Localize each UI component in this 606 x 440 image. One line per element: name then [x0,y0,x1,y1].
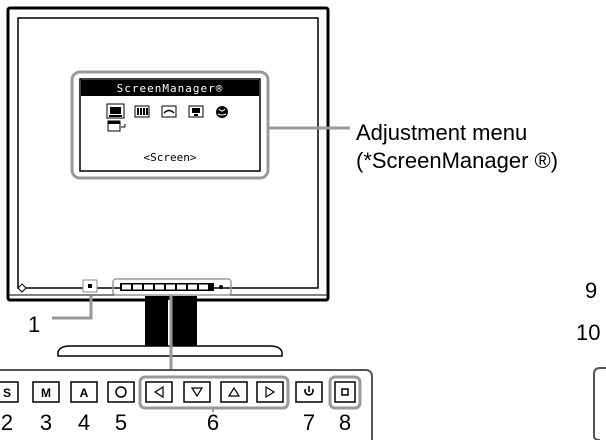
label-7: 7 [303,410,315,435]
diamond-icon [17,283,27,293]
power-button[interactable] [295,381,323,403]
enter-button[interactable] [107,381,135,403]
label-5: 5 [115,410,127,435]
m-button[interactable]: M [32,381,60,403]
indicator-frame [328,375,362,410]
callout-line-1 [52,296,93,320]
menu-highlight-frame [70,70,270,180]
osd-window-icon [107,120,126,132]
label-6: 6 [207,410,219,435]
label-2: 2 [1,410,13,435]
triangle-up-icon [227,386,241,397]
osd-title: ScreenManager® [117,82,224,95]
callout-label-line1: Adjustment menu [356,120,527,145]
left-arrow-button[interactable] [145,381,173,403]
triangle-left-icon [153,385,164,399]
m-button-label: M [41,386,51,400]
s-button[interactable]: S [0,381,19,403]
side-panel-edge [593,367,606,440]
down-arrow-button[interactable] [183,381,211,403]
triangle-down-icon [190,387,204,398]
label-4: 4 [78,410,90,435]
label-3: 3 [40,410,52,435]
osd-title-bar [81,80,259,96]
up-arrow-button[interactable] [220,381,248,403]
osd-sound-icon [161,105,177,118]
button-panel [0,369,373,440]
a-button-label: A [80,386,89,400]
a-button[interactable]: A [70,381,98,403]
label-10: 10 [576,320,600,345]
power-icon [304,388,314,396]
callout-label-line2: (*ScreenManager ®) [356,148,558,173]
osd-screen-icon [106,103,125,119]
label-9: 9 [585,278,597,303]
triangle-right-icon [265,385,276,399]
s-button-label: S [3,386,11,400]
right-arrow-button[interactable] [256,381,284,403]
circle-icon [115,386,127,398]
sensor-dot [88,284,92,288]
power-indicator [334,381,356,403]
label-1: 1 [28,312,40,337]
osd-others-icon [188,105,204,118]
osd-current-item: <Screen> [144,151,197,164]
label-8: 8 [339,410,351,435]
front-buttons-strip [120,283,223,291]
osd-globe-icon [216,106,228,118]
osd-color-icon [134,105,150,118]
